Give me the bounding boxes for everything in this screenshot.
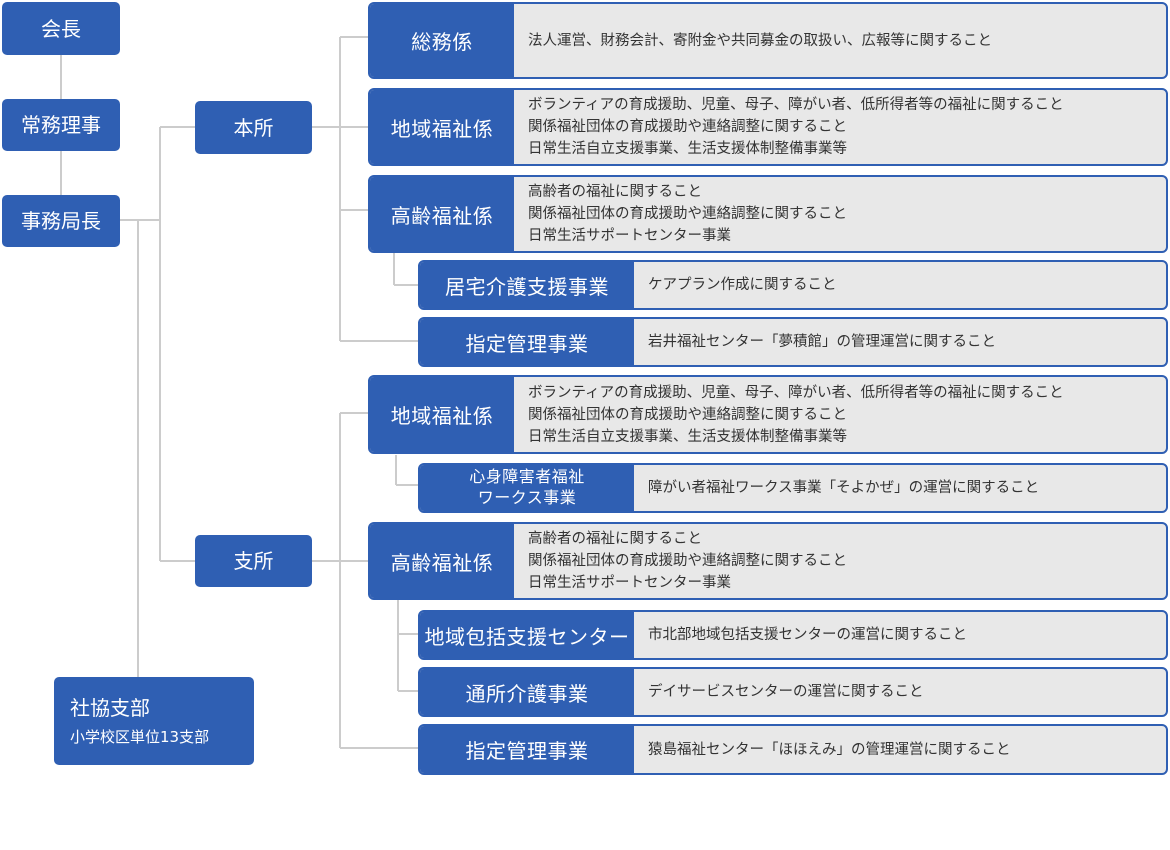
branch-elderly-welfare-desc: 高齢者の福祉に関すること 関係福祉団体の育成援助や連絡調整に関すること 日常生活…: [514, 524, 1166, 598]
desc-line: ケアプラン作成に関すること: [648, 277, 837, 293]
branch-day-care-card: 通所介護事業 デイサービスセンターの運営に関すること: [418, 667, 1168, 717]
main-designated-management-label: 指定管理事業: [420, 319, 634, 365]
branch-day-care-desc: デイサービスセンターの運営に関すること: [634, 669, 1166, 715]
desc-line: 日常生活自立支援事業、生活支援体制整備事業等: [528, 141, 847, 157]
branch-designated-management-desc: 猿島福祉センター「ほほえみ」の管理運営に関すること: [634, 726, 1166, 773]
main-community-welfare-desc: ボランティアの育成援助、児童、母子、障がい者、低所得者等の福祉に関すること 関係…: [514, 90, 1166, 164]
chairman-label: 会長: [41, 16, 81, 41]
executive-director-label: 常務理事: [21, 113, 101, 137]
executive-director-node: 常務理事: [2, 99, 120, 151]
main-home-care-support-label: 居宅介護支援事業: [420, 262, 634, 308]
main-designated-management-desc: 岩井福祉センター「夢積館」の管理運営に関すること: [634, 319, 1166, 365]
secretary-general-node: 事務局長: [2, 195, 120, 247]
desc-line: 猿島福祉センター「ほほえみ」の管理運営に関すること: [648, 741, 1011, 758]
main-general-affairs-desc: 法人運営、財務会計、寄附金や共同募金の取扱い、広報等に関すること: [514, 4, 1166, 77]
main-designated-management-card: 指定管理事業 岩井福祉センター「夢積館」の管理運営に関すること: [418, 317, 1168, 367]
shikyo-title: 社協支部: [70, 696, 150, 720]
desc-line: 高齢者の福祉に関すること: [528, 531, 702, 547]
chairman-node: 会長: [2, 2, 120, 55]
branch-disability-works-label: 心身障害者福祉 ワークス事業: [420, 465, 634, 511]
desc-line: 関係福祉団体の育成援助や連絡調整に関すること: [528, 206, 847, 222]
branch-community-support-center-card: 地域包括支援センター 市北部地域包括支援センターの運営に関すること: [418, 610, 1168, 660]
branch-office-node: 支所: [195, 535, 312, 587]
main-elderly-welfare-desc: 高齢者の福祉に関すること 関係福祉団体の育成援助や連絡調整に関すること 日常生活…: [514, 177, 1166, 251]
branch-elderly-welfare-label: 高齢福祉係: [370, 524, 514, 598]
secretary-general-label: 事務局長: [21, 209, 101, 233]
desc-line: ボランティアの育成援助、児童、母子、障がい者、低所得者等の福祉に関すること: [528, 97, 1064, 113]
main-community-welfare-label: 地域福祉係: [370, 90, 514, 164]
desc-line: 市北部地域包括支援センターの運営に関すること: [648, 627, 967, 643]
main-office-node: 本所: [195, 101, 312, 154]
desc-line: 関係福祉団体の育成援助や連絡調整に関すること: [528, 119, 847, 135]
main-home-care-support-card: 居宅介護支援事業 ケアプラン作成に関すること: [418, 260, 1168, 310]
main-general-affairs-card: 総務係 法人運営、財務会計、寄附金や共同募金の取扱い、広報等に関すること: [368, 2, 1168, 79]
main-elderly-welfare-label: 高齢福祉係: [370, 177, 514, 251]
branch-designated-management-label: 指定管理事業: [420, 726, 634, 773]
desc-line: デイサービスセンターの運営に関すること: [648, 684, 924, 700]
main-home-care-support-desc: ケアプラン作成に関すること: [634, 262, 1166, 308]
branch-community-welfare-label: 地域福祉係: [370, 377, 514, 452]
branch-designated-management-card: 指定管理事業 猿島福祉センター「ほほえみ」の管理運営に関すること: [418, 724, 1168, 775]
main-general-affairs-label: 総務係: [370, 4, 514, 77]
branch-community-welfare-card: 地域福祉係 ボランティアの育成援助、児童、母子、障がい者、低所得者等の福祉に関す…: [368, 375, 1168, 454]
branch-community-welfare-desc: ボランティアの育成援助、児童、母子、障がい者、低所得者等の福祉に関すること 関係…: [514, 377, 1166, 452]
shikyo-subtitle: 小学校区単位13支部: [70, 728, 210, 746]
main-office-label: 本所: [233, 115, 274, 140]
desc-line: 法人運営、財務会計、寄附金や共同募金の取扱い、広報等に関すること: [528, 32, 992, 49]
branch-community-support-center-label: 地域包括支援センター: [420, 612, 634, 658]
desc-line: 高齢者の福祉に関すること: [528, 184, 702, 200]
disability-works-label-line2: ワークス事業: [477, 488, 577, 507]
desc-line: 関係福祉団体の育成援助や連絡調整に関すること: [528, 406, 847, 423]
branch-office-label: 支所: [233, 549, 274, 573]
disability-works-label-line1: 心身障害者福祉: [469, 467, 585, 487]
desc-line: ボランティアの育成援助、児童、母子、障がい者、低所得者等の福祉に関すること: [528, 384, 1064, 401]
branch-day-care-label: 通所介護事業: [420, 669, 634, 715]
desc-line: 日常生活自立支援事業、生活支援体制整備事業等: [528, 428, 847, 445]
main-elderly-welfare-card: 高齢福祉係 高齢者の福祉に関すること 関係福祉団体の育成援助や連絡調整に関するこ…: [368, 175, 1168, 253]
desc-line: 日常生活サポートセンター事業: [528, 575, 731, 591]
branch-community-support-center-desc: 市北部地域包括支援センターの運営に関すること: [634, 612, 1166, 658]
main-community-welfare-card: 地域福祉係 ボランティアの育成援助、児童、母子、障がい者、低所得者等の福祉に関す…: [368, 88, 1168, 166]
desc-line: 岩井福祉センター「夢積館」の管理運営に関すること: [648, 334, 996, 350]
branch-disability-works-desc: 障がい者福祉ワークス事業「そよかぜ」の運営に関すること: [634, 465, 1166, 511]
branch-disability-works-card: 心身障害者福祉 ワークス事業 障がい者福祉ワークス事業「そよかぜ」の運営に関する…: [418, 463, 1168, 513]
branch-elderly-welfare-card: 高齢福祉係 高齢者の福祉に関すること 関係福祉団体の育成援助や連絡調整に関するこ…: [368, 522, 1168, 600]
desc-line: 障がい者福祉ワークス事業「そよかぜ」の運営に関すること: [648, 480, 1040, 496]
shikyo-node: 社協支部 小学校区単位13支部: [54, 677, 254, 765]
desc-line: 関係福祉団体の育成援助や連絡調整に関すること: [528, 553, 847, 569]
desc-line: 日常生活サポートセンター事業: [528, 228, 731, 244]
